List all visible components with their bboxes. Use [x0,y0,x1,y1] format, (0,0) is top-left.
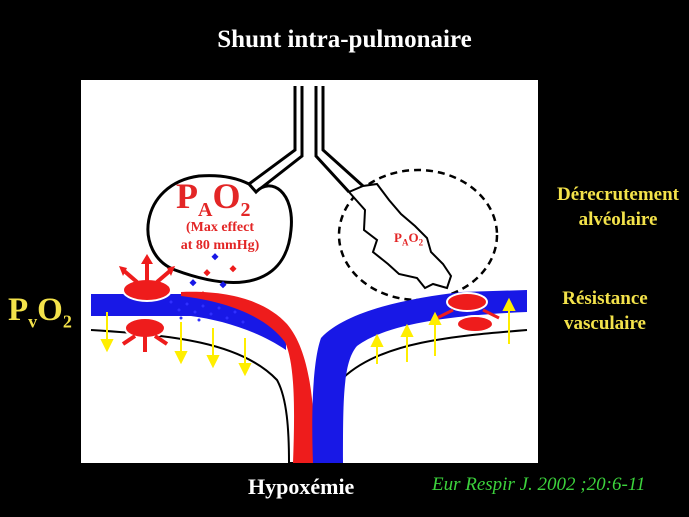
max-effect-note: (Max effect at 80 mmHg) [180,220,260,253]
red-cell-left-bottom [121,317,169,352]
arterial-band [181,291,315,463]
collapsed-airway [347,182,453,290]
diagram-panel [81,80,538,463]
yellow-arrows [100,297,516,377]
red-cell-left-top [119,254,175,302]
citation: Eur Respir J. 2002 ;20:6-11 [432,474,646,495]
derecrutement-label: Dérecrutement alvéolaire [556,184,680,230]
hypoxemie-label: Hypoxémie [248,474,355,499]
oxygen-dots [169,300,245,324]
red-cell-right [436,292,500,333]
alveolus-normal [146,174,293,284]
alveolus-collapsed-pao2: PAO2 [394,230,424,248]
bronchus-inner [255,86,351,194]
pvo2-label: PvO2 [8,292,72,332]
blood-bed-outline [90,329,528,463]
shunt-diagram [90,86,528,463]
bronchus-outline [248,86,365,188]
venous-band-right [312,290,527,463]
venous-band-left [91,294,286,350]
alveolus-normal-pao2: PAO2 [176,176,251,222]
resistance-label: Résistance vasculaire [562,288,648,334]
slide-title: Shunt intra-pulmonaire [217,26,472,53]
gas-particles [189,253,237,299]
